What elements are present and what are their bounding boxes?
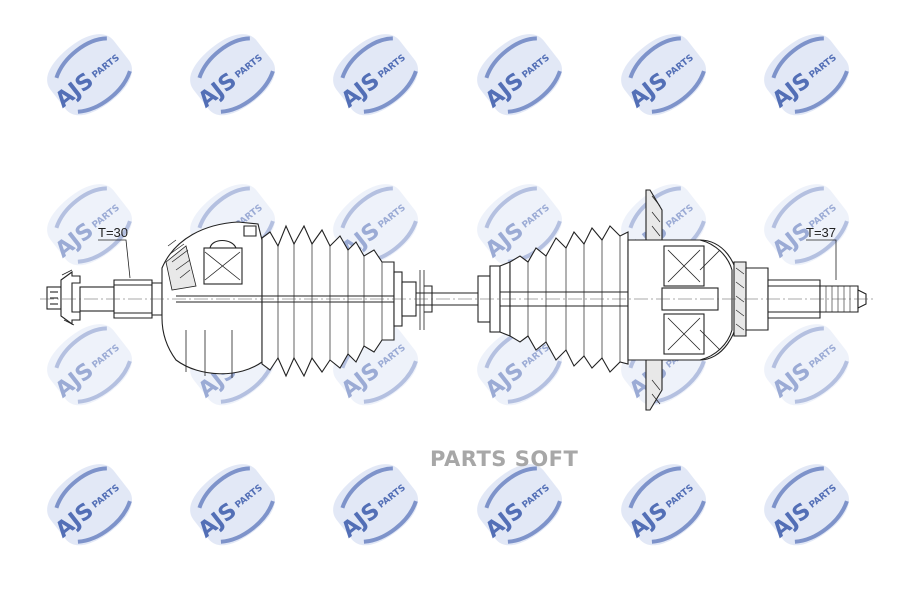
right-spline-count-label: T=37 [806,225,836,240]
left-spline-count-label: T=30 [98,225,128,240]
right-cv-joint-housing [627,189,747,411]
left-boot [261,224,395,378]
left-shaft-section [393,270,478,330]
overlay-watermark-text: PARTS SOFT [430,447,579,471]
left-callout-leader [98,239,131,279]
left-spline-end [46,269,163,326]
left-cv-joint-housing [161,221,263,378]
right-callout-leader [806,239,837,280]
